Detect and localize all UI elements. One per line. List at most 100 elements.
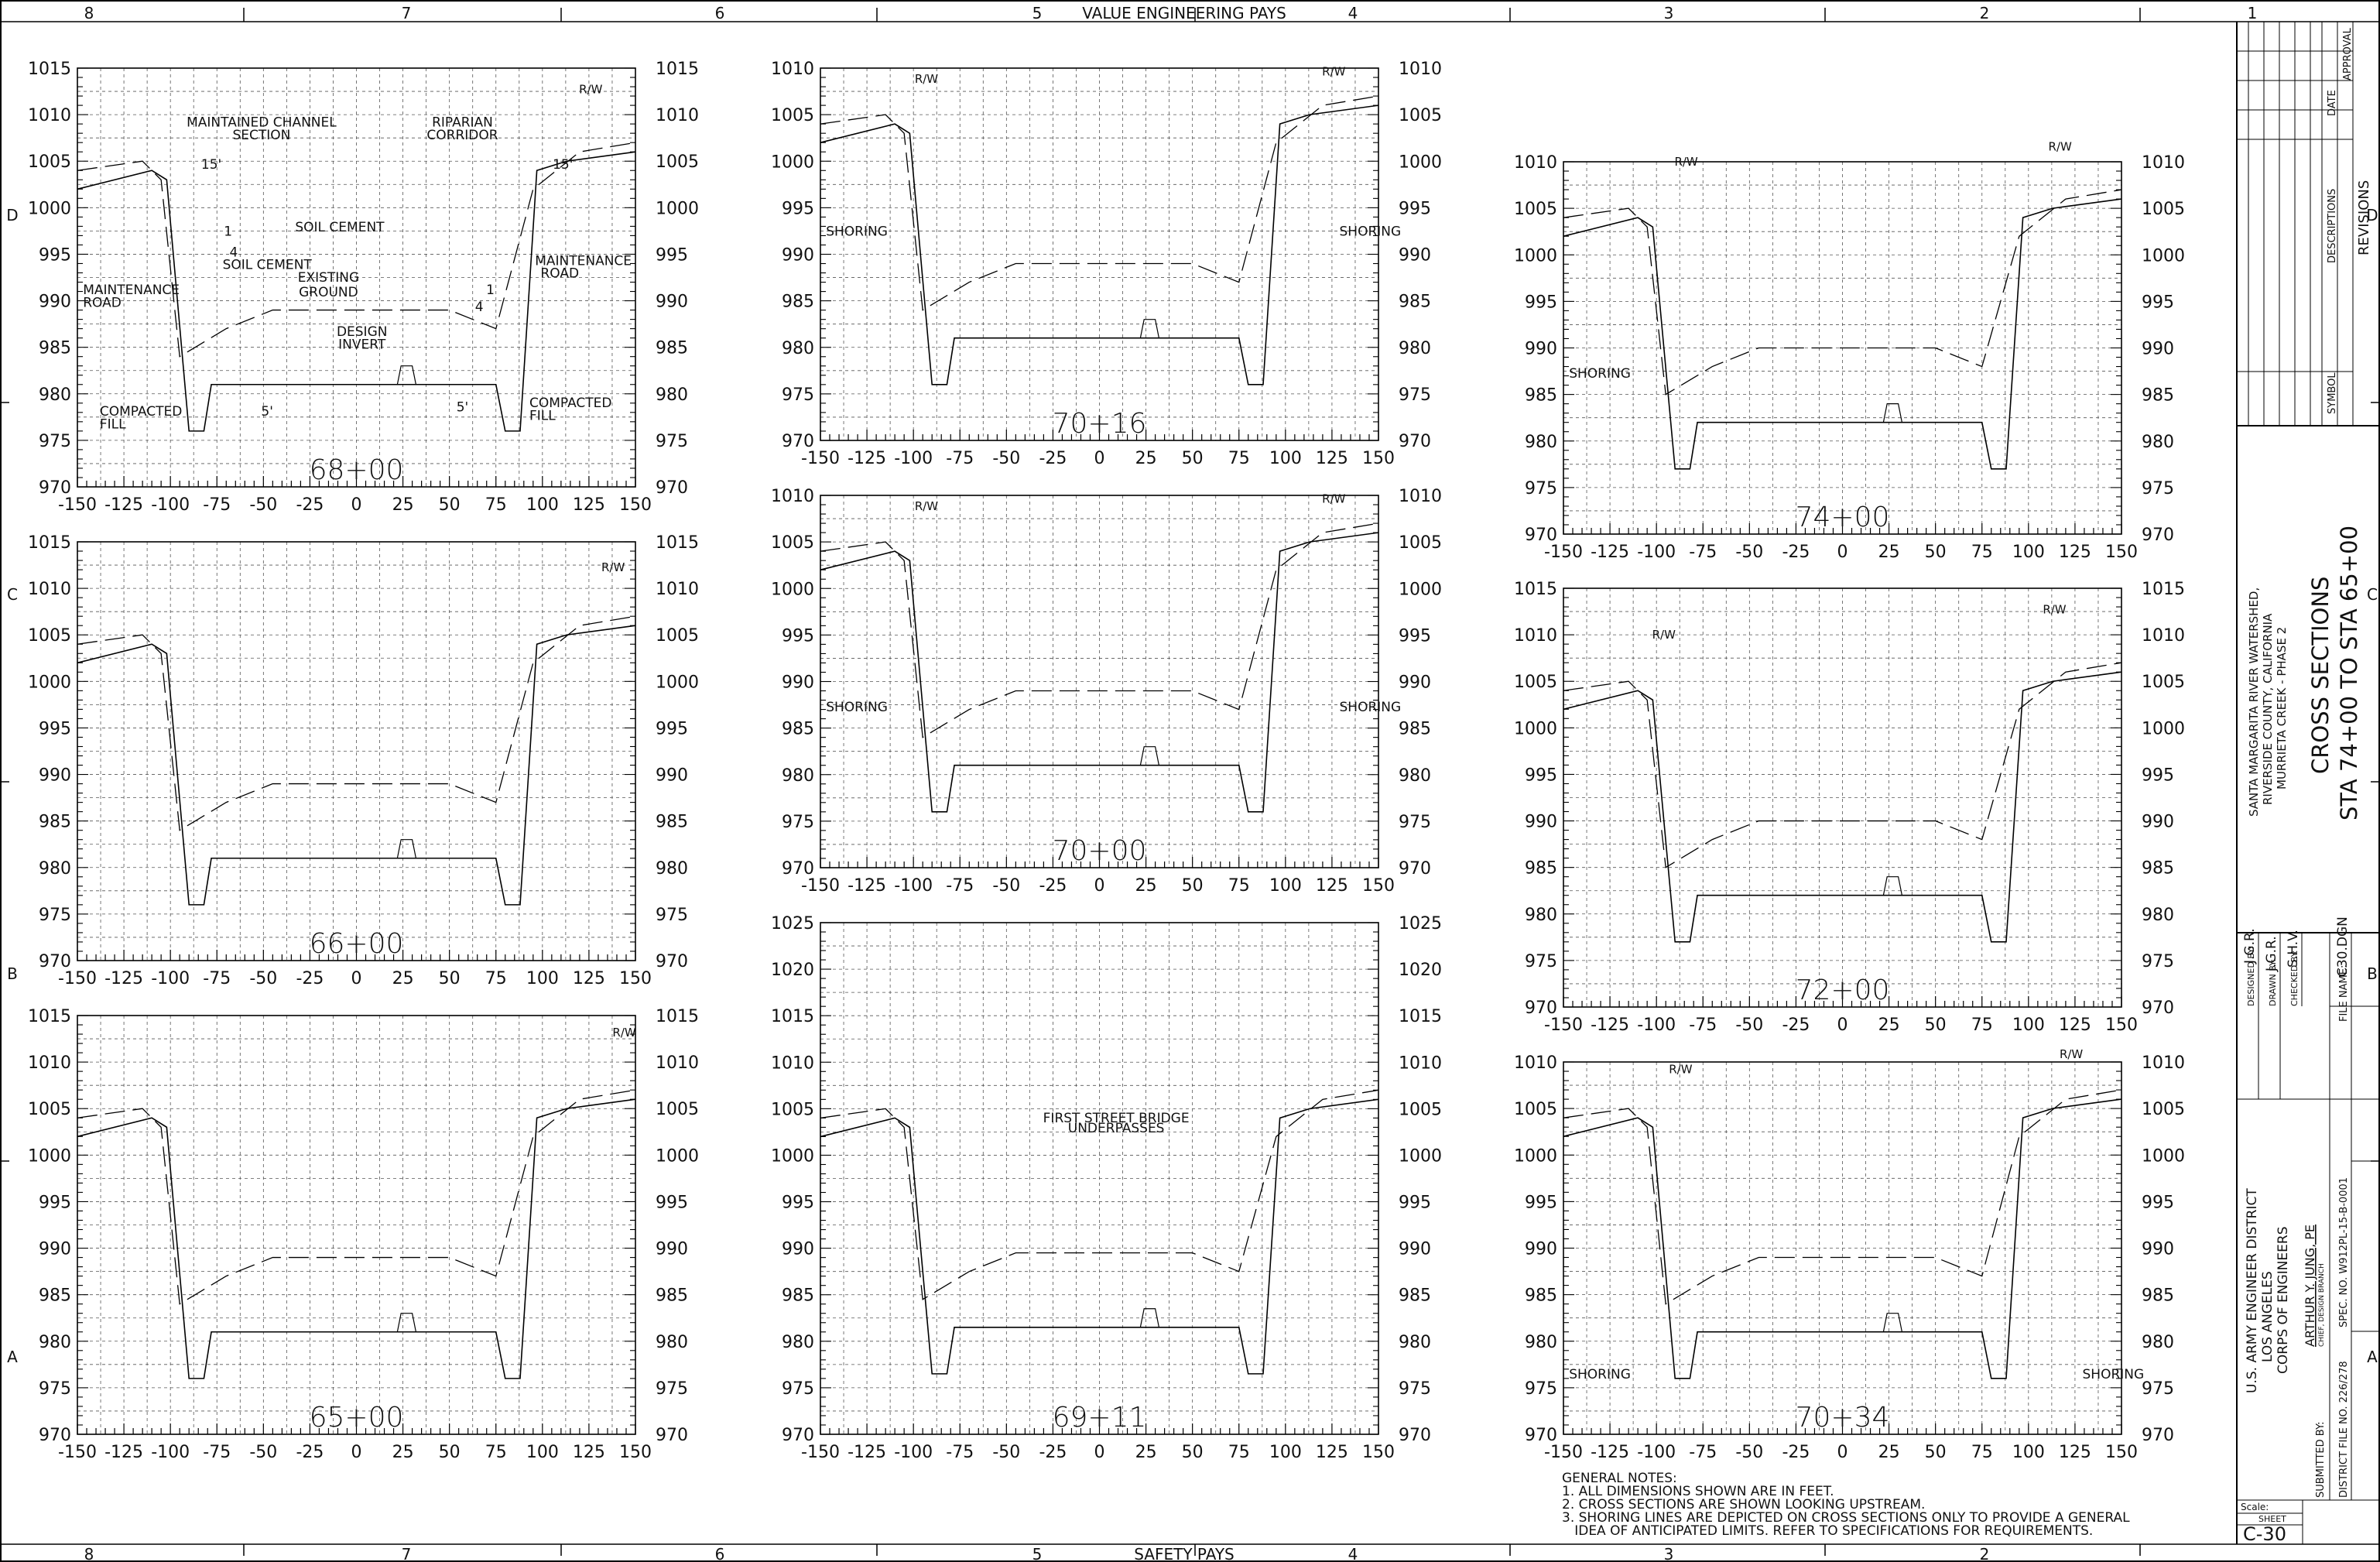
y-tick-label: 990	[656, 293, 688, 312]
x-tick-label: -150	[58, 969, 97, 988]
y-tick-label: 980	[2142, 906, 2174, 925]
x-tick-label: -50	[249, 495, 277, 515]
y-tick-label: 980	[2142, 1333, 2174, 1352]
y-tick-label: 980	[782, 1333, 814, 1352]
y-tick-label: 990	[1525, 340, 1557, 359]
x-tick-label: 150	[619, 1443, 652, 1462]
x-tick-label: 125	[573, 1443, 605, 1462]
x-tick-label: -50	[992, 449, 1020, 468]
zone-number-top: 1	[2248, 4, 2258, 22]
x-tick-label: -125	[848, 449, 886, 468]
y-tick-label: 980	[656, 1333, 688, 1352]
title-block	[2237, 22, 2380, 1544]
y-tick-label: 990	[1399, 246, 1431, 265]
x-tick-label: 25	[392, 495, 414, 515]
x-tick-label: 150	[1362, 1443, 1395, 1462]
y-tick-label: 985	[2142, 859, 2174, 879]
y-tick-label: 975	[656, 1379, 688, 1399]
y-tick-label: 1025	[1399, 914, 1442, 933]
x-tick-label: -125	[1591, 543, 1629, 562]
y-tick-label: 970	[782, 432, 814, 451]
y-tick-label: 1015	[28, 1007, 71, 1026]
y-tick-label: 985	[1399, 720, 1431, 739]
zone-number-bottom: 8	[84, 1545, 94, 1562]
designed-by-label: DESIGNED BY:	[2246, 947, 2256, 1006]
y-tick-label: 1005	[28, 152, 71, 172]
y-tick-label: 1020	[1399, 961, 1442, 980]
y-tick-label: 980	[1525, 906, 1557, 925]
x-tick-label: 100	[526, 969, 559, 988]
annotation-label: SOIL CEMENT	[223, 258, 313, 273]
annotation-label: R/W	[1669, 1062, 1692, 1076]
x-tick-label: 25	[1135, 876, 1157, 896]
existing-ground-line	[77, 142, 636, 358]
y-tick-label: 975	[1525, 952, 1557, 971]
x-tick-label: -50	[249, 969, 277, 988]
y-tick-label: 1015	[656, 533, 699, 553]
station-label: 70+16	[1053, 408, 1147, 440]
y-tick-label: 970	[656, 478, 688, 498]
x-tick-label: -100	[1637, 1443, 1676, 1462]
y-tick-label: 975	[2142, 952, 2174, 971]
x-tick-label: -25	[1039, 876, 1067, 896]
general-notes: GENERAL NOTES: 1. ALL DIMENSIONS SHOWN A…	[1562, 1471, 2130, 1539]
existing-ground-line	[820, 95, 1379, 311]
project-line: RIVERSIDE COUNTY, CALIFORNIA	[2261, 613, 2275, 805]
x-tick-label: -50	[1735, 1443, 1763, 1462]
x-tick-label: -150	[58, 495, 97, 515]
y-tick-label: 1015	[771, 1007, 814, 1026]
low-flow-feature	[1139, 319, 1159, 338]
annotation-label: R/W	[1652, 628, 1676, 642]
zone-letter: C	[7, 585, 18, 604]
y-tick-label: 980	[782, 339, 814, 358]
x-tick-label: 25	[1135, 449, 1157, 468]
y-tick-label: 985	[39, 1286, 71, 1306]
x-tick-label: -125	[104, 969, 143, 988]
y-tick-label: 995	[1525, 766, 1557, 785]
x-tick-label: 75	[1228, 449, 1250, 468]
y-tick-label: 990	[1525, 1240, 1557, 1259]
y-tick-label: 990	[39, 766, 71, 786]
annotation-label: MAINTAINED CHANNEL	[187, 115, 337, 131]
zone-number-bottom: 2	[1980, 1545, 1990, 1562]
x-tick-label: -25	[1782, 1443, 1810, 1462]
y-tick-label: 1005	[2142, 200, 2185, 219]
existing-ground-line	[1563, 662, 2122, 868]
y-tick-label: 995	[39, 719, 71, 738]
existing-ground-line	[1563, 189, 2122, 396]
x-tick-label: -50	[992, 1443, 1020, 1462]
annotation-label: R/W	[601, 560, 625, 574]
annotation-label: R/W	[915, 499, 938, 513]
y-tick-label: 1020	[771, 961, 814, 980]
y-tick-label: 980	[39, 1333, 71, 1352]
y-tick-label: 975	[782, 1379, 814, 1399]
drawn-by: J.G.R.	[2264, 936, 2279, 972]
annotation-label: FIRST STREET BRIDGE	[1043, 1111, 1190, 1126]
bottom-banner: SAFETY PAYS	[1134, 1545, 1235, 1562]
x-tick-label: -25	[296, 495, 324, 515]
y-tick-label: 1005	[1399, 106, 1442, 125]
x-tick-label: -75	[203, 495, 231, 515]
annotation-label: ROAD	[540, 266, 579, 282]
design-section-line	[77, 1098, 636, 1379]
design-section-line	[1563, 671, 2122, 943]
annotation-label: COMPACTED	[100, 404, 183, 420]
x-tick-label: -50	[1735, 543, 1763, 562]
design-section-line	[1563, 198, 2122, 470]
y-tick-label: 1025	[771, 914, 814, 933]
note-line: GENERAL NOTES:	[1562, 1471, 1677, 1486]
x-tick-label: 50	[1925, 1443, 1947, 1462]
y-tick-label: 1005	[656, 152, 699, 172]
y-tick-label: 970	[1399, 859, 1431, 879]
y-tick-label: 1010	[1514, 1053, 1557, 1073]
sheet-title: CROSS SECTIONS	[2307, 577, 2334, 774]
x-tick-label: -125	[104, 495, 143, 515]
y-tick-label: 980	[39, 385, 71, 405]
rev-header-approval: APPROVAL	[2342, 27, 2354, 80]
zone-number-top: 5	[1032, 4, 1043, 22]
low-flow-feature	[396, 839, 416, 858]
annotation-label: R/W	[2060, 1047, 2083, 1061]
y-tick-label: 970	[656, 952, 688, 971]
y-tick-label: 1010	[2142, 626, 2185, 646]
